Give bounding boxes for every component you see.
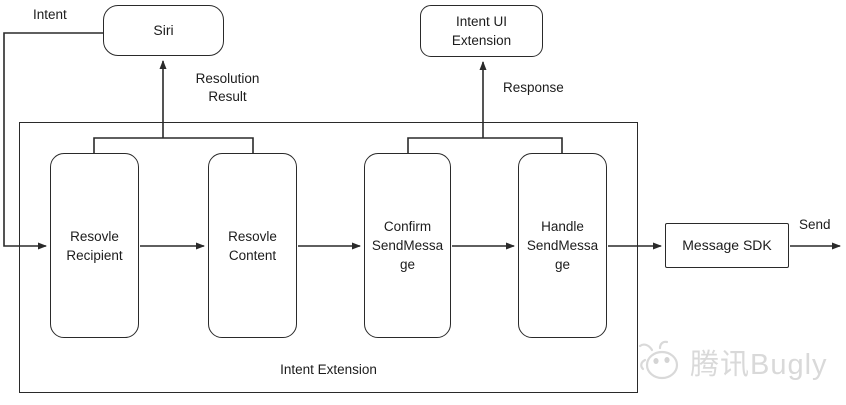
confirm-sendmessage-label-line1: Confirm: [383, 219, 432, 234]
handle-sendmessage-label-line1: Handle: [541, 219, 584, 234]
resolve-recipient-label-line2: Recipient: [66, 247, 123, 263]
handle-sendmessage-node: Handle SendMessa ge: [518, 153, 607, 338]
bugly-bug-face-icon: [638, 340, 679, 380]
message-sdk-node: Message SDK: [665, 223, 789, 268]
handle-sendmessage-label-line2: SendMessa: [526, 238, 599, 253]
response-edge-label: Response: [503, 80, 564, 95]
intent-ui-extension-node: Intent UI Extension: [420, 5, 543, 57]
send-edge-label: Send: [799, 217, 831, 232]
confirm-sendmessage-label-line3: ge: [399, 257, 416, 272]
resolve-recipient-node: Resovle Recipient: [50, 153, 139, 338]
resolution-result-line1: Resolution: [195, 71, 260, 86]
intent-edge-label: Intent: [33, 7, 67, 22]
siri-node: Siri: [103, 5, 224, 56]
confirm-sendmessage-label-line2: SendMessa: [371, 238, 444, 253]
handle-sendmessage-label-line3: ge: [554, 257, 571, 272]
message-sdk-label: Message SDK: [682, 237, 772, 253]
bugly-watermark-text: 腾讯Bugly: [690, 349, 828, 381]
confirm-sendmessage-node: Confirm SendMessa ge: [364, 153, 451, 338]
resolve-content-label-line2: Content: [228, 247, 277, 263]
resolution-result-edge-label: Resolution Result: [180, 70, 275, 106]
siri-label: Siri: [153, 22, 174, 38]
intent-extension-group: [19, 122, 638, 393]
resolve-content-node: Resovle Content: [208, 153, 297, 338]
resolve-content-label-line1: Resovle: [228, 228, 277, 244]
resolution-result-line2: Result: [208, 89, 247, 104]
resolve-recipient-label-line1: Resovle: [70, 228, 119, 244]
intent-ui-extension-label-line2: Extension: [451, 33, 512, 48]
intent-ui-extension-label-line1: Intent UI: [455, 14, 508, 29]
bugly-watermark: 腾讯Bugly: [638, 340, 828, 384]
intent-extension-label: Intent Extension: [280, 362, 377, 377]
